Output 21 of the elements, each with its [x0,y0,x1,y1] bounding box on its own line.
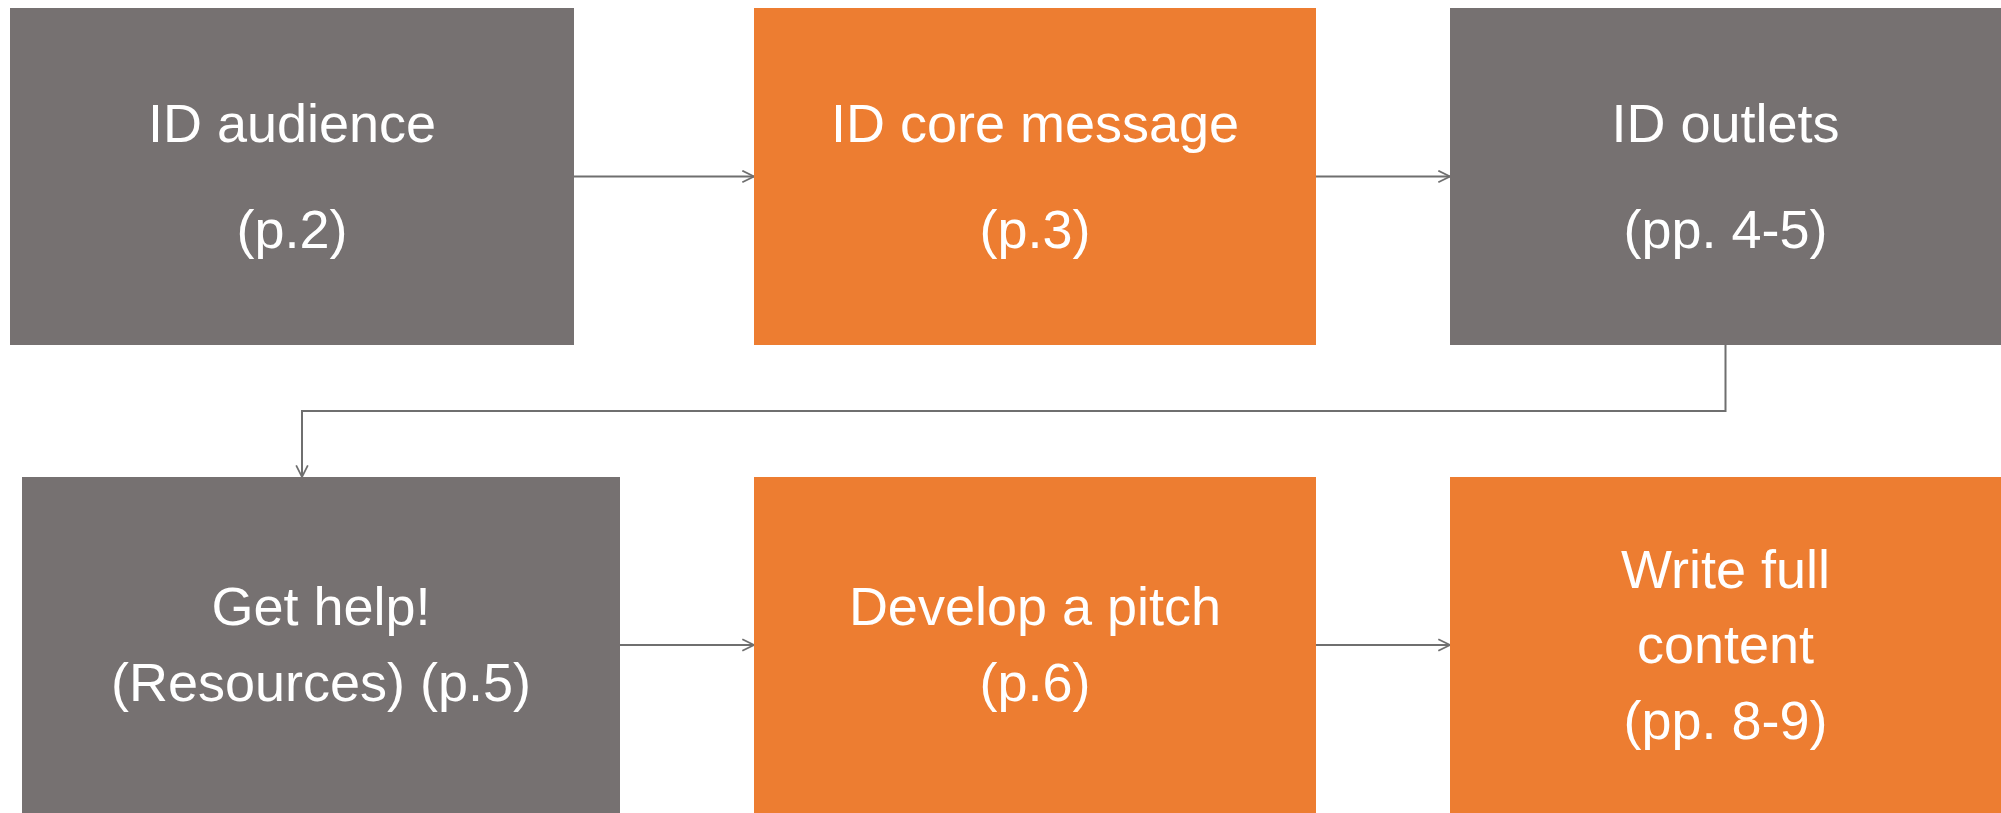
process-box [22,477,620,813]
step-text: (p.3) [979,197,1091,261]
process-box [754,477,1316,813]
step-text: ID core message [830,91,1240,155]
step-text: Develop a pitch (p.6) [847,575,1223,714]
process-box [754,8,1316,345]
step-text: ID audience [147,91,437,155]
step-text: Get help! (Resources) (p.5) [109,575,533,714]
step-text: (p.2) [236,197,348,261]
arrow [1315,169,1451,184]
step-text: (pp. 8-9) [1623,688,1828,752]
arrow [619,638,755,652]
process-box [1450,8,2001,345]
process-box [10,8,574,345]
step-text: (pp. 4-5) [1623,197,1828,261]
arrow [1315,638,1451,652]
arrow [573,169,755,184]
step-text: Write full content [1619,537,1831,677]
step-text: ID outlets [1611,91,1840,155]
arrow [295,344,1727,478]
process-box [1450,477,2001,813]
